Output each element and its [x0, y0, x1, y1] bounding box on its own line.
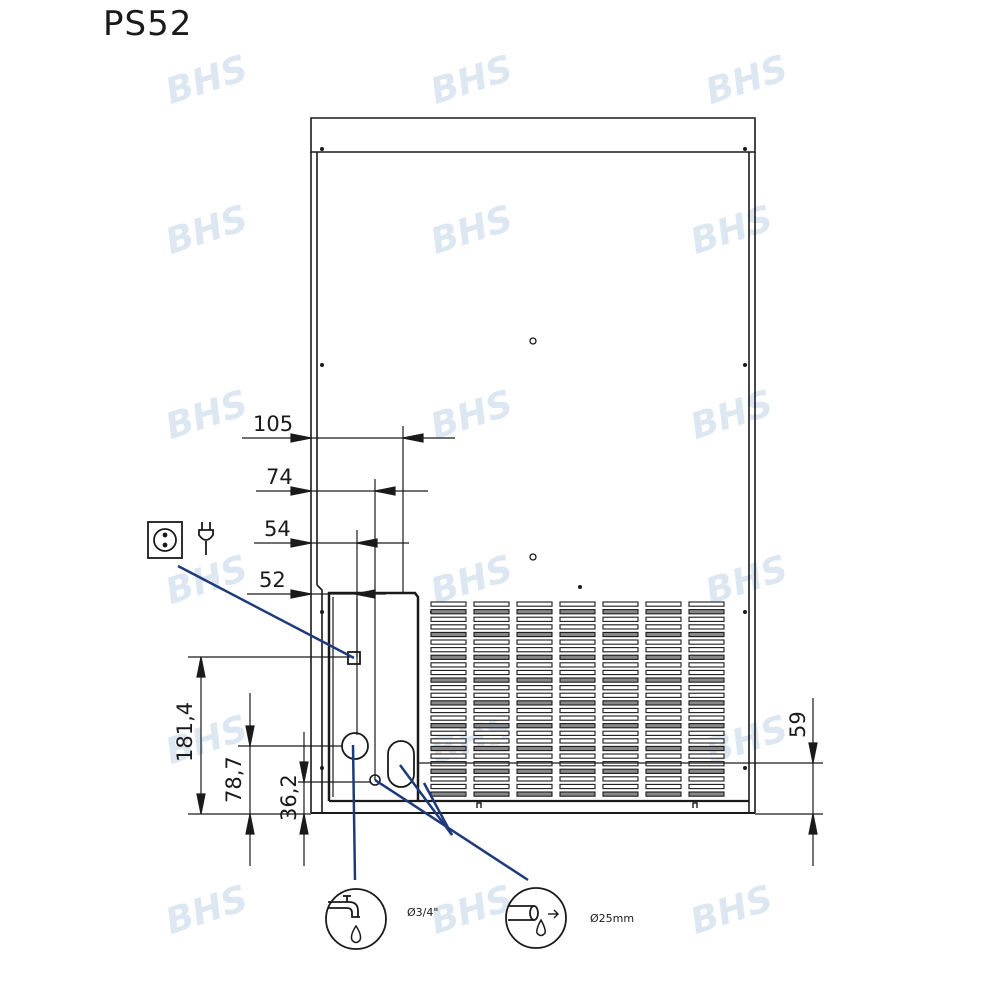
vent-grille: [430, 601, 725, 797]
horizontal-dimensions: [242, 426, 455, 780]
dim-105: 105: [253, 412, 293, 436]
dim-59: 59: [786, 711, 810, 738]
dim-181-4: 181,4: [173, 702, 197, 762]
water-inlet-size: Ø3/4": [407, 906, 438, 919]
feet: [476, 802, 698, 808]
mount-hole: [529, 337, 537, 345]
screw-dots: [320, 147, 747, 770]
drain-size: Ø25mm: [590, 912, 634, 925]
drain-pipe-icon: [505, 887, 567, 949]
mount-hole: [529, 553, 537, 561]
model-title: PS52: [103, 4, 193, 44]
water-tap-icon: [325, 888, 387, 950]
power-socket-plug-icon: [147, 521, 214, 559]
dim-78-7: 78,7: [222, 756, 246, 803]
dim-54: 54: [264, 517, 291, 541]
vertical-dimensions: [188, 656, 823, 866]
leader-lines: [177, 564, 529, 882]
dim-74: 74: [266, 465, 293, 489]
dim-36-2: 36,2: [277, 774, 301, 821]
dim-52: 52: [259, 568, 286, 592]
cabinet-outline: [310, 117, 756, 814]
